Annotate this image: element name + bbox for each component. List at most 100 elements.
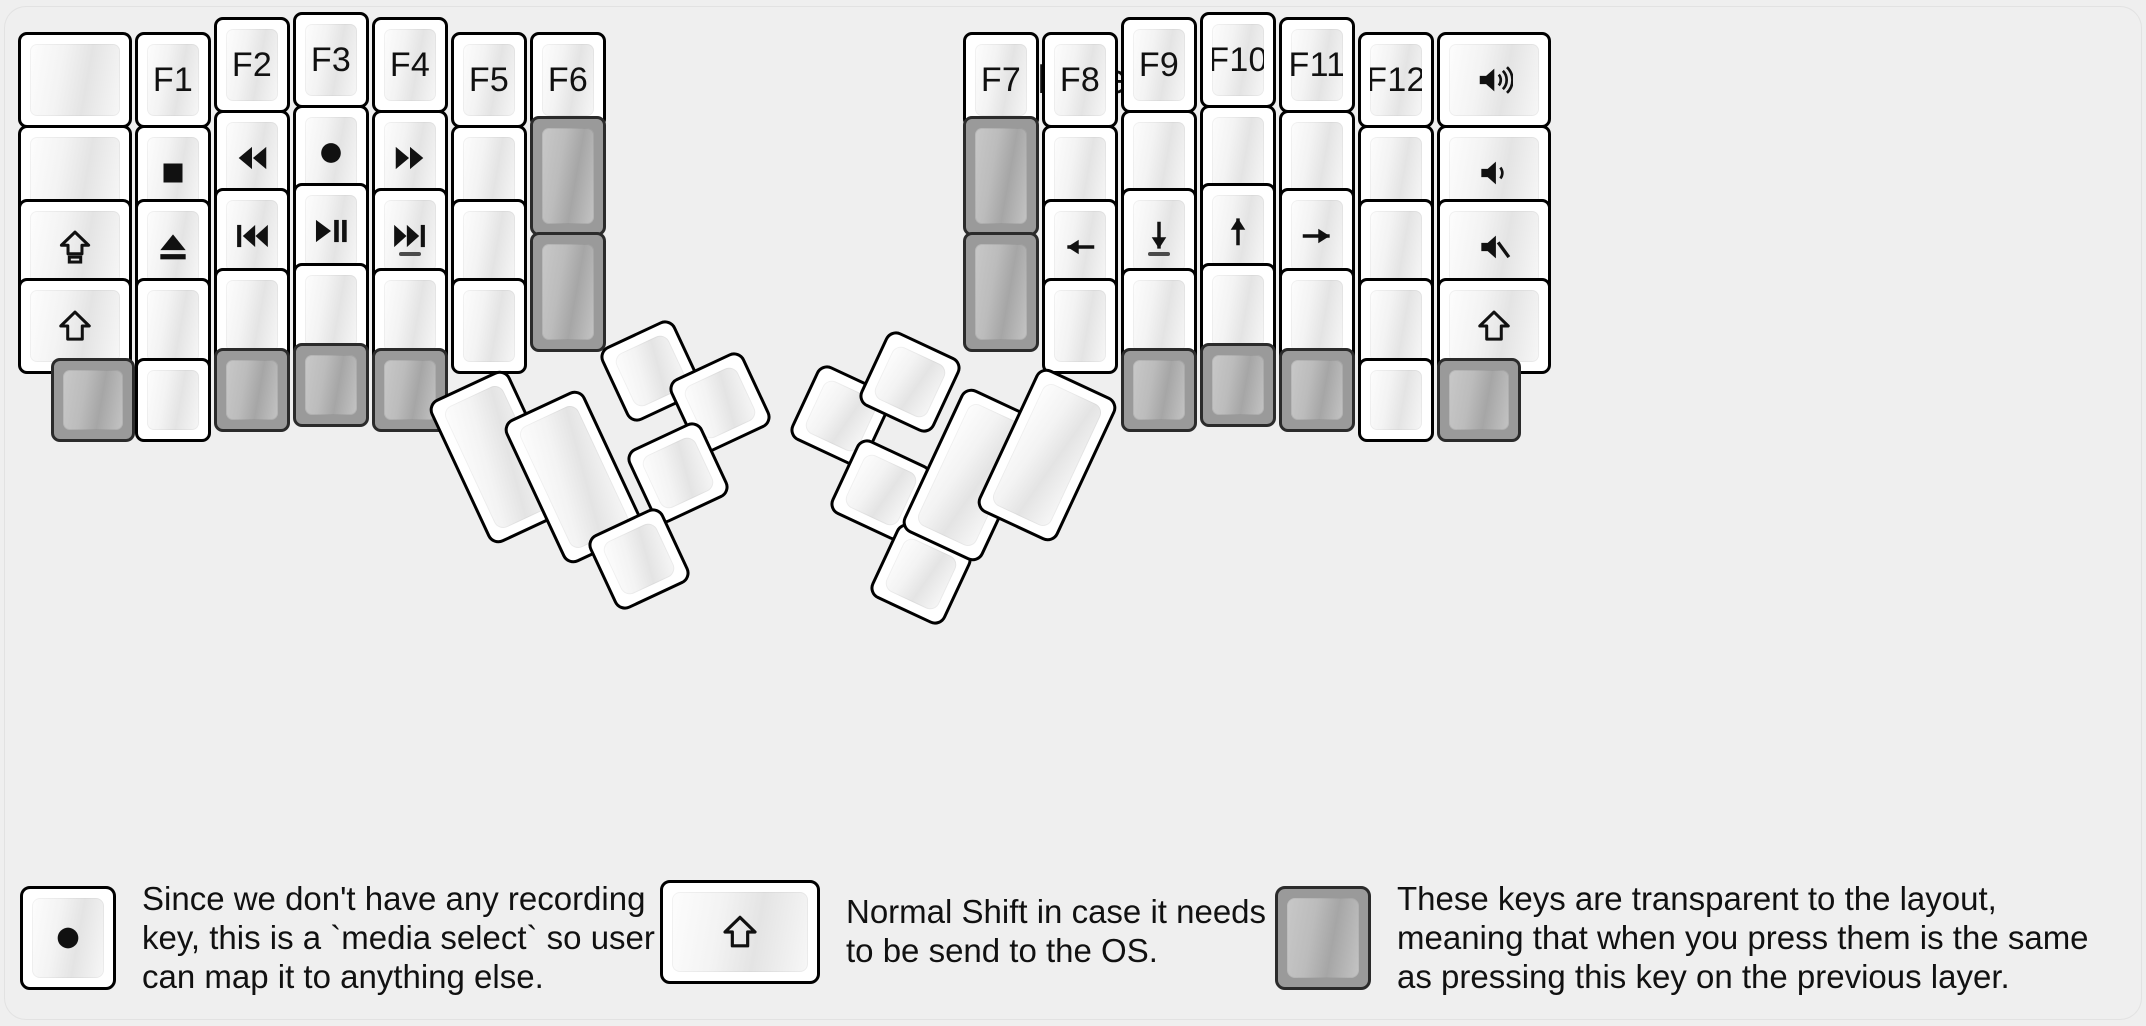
key-legend-L-c5-r1: F4 bbox=[389, 46, 431, 84]
keycap-face bbox=[975, 128, 1027, 224]
note-transparent-sample-key bbox=[1275, 886, 1371, 991]
key-R-c3-r5[interactable] bbox=[1121, 348, 1197, 432]
keycap-face: F1 bbox=[147, 44, 199, 116]
keycap-face bbox=[1370, 370, 1422, 430]
keycap-face bbox=[542, 244, 594, 340]
homing-bump-indicator bbox=[1148, 252, 1170, 256]
key-R-c7-r5[interactable] bbox=[1437, 358, 1521, 442]
note-record-sample-key bbox=[20, 886, 116, 991]
keycap-face bbox=[1133, 280, 1185, 352]
keycap-face bbox=[1291, 360, 1343, 420]
keycap-face bbox=[1370, 137, 1422, 209]
shift-glyph bbox=[1475, 307, 1513, 345]
key-R-c7-r1[interactable] bbox=[1437, 32, 1551, 128]
keycap-face bbox=[147, 137, 199, 209]
volume-up-glyph bbox=[1475, 61, 1513, 99]
media-record-glyph bbox=[312, 134, 350, 172]
key-R-c6-r5[interactable] bbox=[1358, 358, 1434, 442]
key-R-c1-r1[interactable]: F7 bbox=[963, 32, 1039, 128]
key-R-c1-r2[interactable] bbox=[963, 116, 1039, 236]
keycap-face bbox=[1449, 211, 1539, 283]
shift-glyph bbox=[56, 307, 94, 345]
key-L-c6-r1[interactable]: F5 bbox=[451, 32, 527, 128]
key-L-c2-r1[interactable]: F1 bbox=[135, 32, 211, 128]
volume-mute-icon bbox=[1481, 235, 1511, 259]
key-L-c3-r1[interactable]: F2 bbox=[214, 17, 290, 113]
keycap-face bbox=[1212, 117, 1264, 189]
key-L-c7-r2[interactable] bbox=[530, 116, 606, 236]
key-R-c4-r5[interactable] bbox=[1200, 343, 1276, 427]
key-legend-R-c6-r1: F12 bbox=[1370, 61, 1422, 99]
keycap-face bbox=[226, 280, 278, 352]
keycap-face bbox=[30, 44, 120, 116]
key-legend-R-c5-r1: F11 bbox=[1291, 46, 1343, 84]
keycap-face bbox=[672, 892, 808, 972]
keycap-face bbox=[384, 360, 436, 420]
note-record-text: Since we don't have any recording key, t… bbox=[142, 880, 655, 995]
key-legend-L-c6-r1: F5 bbox=[468, 61, 510, 99]
key-L-c6-r4[interactable] bbox=[451, 278, 527, 374]
key-L-c1-r5[interactable] bbox=[51, 358, 135, 442]
keycap-face bbox=[147, 290, 199, 362]
key-L-c2-r5[interactable] bbox=[135, 358, 211, 442]
keycap-face bbox=[1291, 280, 1343, 352]
key-R-c1-r3[interactable] bbox=[963, 232, 1039, 352]
key-R-c5-r5[interactable] bbox=[1279, 348, 1355, 432]
media-forward-glyph bbox=[391, 139, 429, 177]
media-record-icon bbox=[321, 143, 341, 163]
keycap-face bbox=[1133, 360, 1185, 420]
note-transparent-text: These keys are transparent to the layout… bbox=[1397, 880, 2089, 995]
key-legend-L-c7-r1: F6 bbox=[547, 61, 589, 99]
keycap-face bbox=[600, 520, 678, 598]
media-next-icon bbox=[394, 224, 425, 248]
media-prev-glyph bbox=[233, 217, 271, 255]
key-legend-R-c4-r1: F10 bbox=[1212, 41, 1264, 79]
keycap-face bbox=[147, 370, 199, 430]
volume-down-glyph bbox=[1475, 154, 1513, 192]
keycap-face: F7 bbox=[975, 44, 1027, 116]
media-rewind-glyph bbox=[233, 139, 271, 177]
keycap-face bbox=[1291, 122, 1343, 194]
shift-icon bbox=[59, 310, 91, 341]
keycap-face bbox=[871, 343, 949, 421]
key-R-c5-r1[interactable]: F11 bbox=[1279, 17, 1355, 113]
keycap-face bbox=[1370, 211, 1422, 283]
arrow-down-glyph bbox=[1140, 217, 1178, 255]
media-next-glyph bbox=[391, 217, 429, 255]
keycap-face bbox=[305, 117, 357, 189]
key-L-c3-r5[interactable] bbox=[214, 348, 290, 432]
keycap-face: F8 bbox=[1054, 44, 1106, 116]
caps-lock-icon bbox=[59, 230, 91, 264]
key-L-c5-r1[interactable]: F4 bbox=[372, 17, 448, 113]
keycap-face: F10 bbox=[1212, 24, 1264, 96]
key-legend-R-c3-r1: F9 bbox=[1138, 46, 1180, 84]
keycap-face bbox=[63, 370, 123, 430]
keycap-face bbox=[975, 244, 1027, 340]
media-eject-glyph bbox=[154, 228, 192, 266]
key-R-c6-r1[interactable]: F12 bbox=[1358, 32, 1434, 128]
keycap-face bbox=[1449, 370, 1509, 430]
media-eject-icon bbox=[160, 234, 186, 260]
key-R-c4-r1[interactable]: F10 bbox=[1200, 12, 1276, 108]
key-L-c1-r1[interactable] bbox=[18, 32, 132, 128]
media-prev-icon bbox=[237, 224, 268, 248]
keycap-face: F11 bbox=[1291, 29, 1343, 101]
keycap-face: F12 bbox=[1370, 44, 1422, 116]
arrow-right-icon bbox=[1302, 228, 1330, 244]
keycap-face bbox=[226, 200, 278, 272]
key-L-c7-r3[interactable] bbox=[530, 232, 606, 352]
keycap-face bbox=[1449, 137, 1539, 209]
key-L-c4-r5[interactable] bbox=[293, 343, 369, 427]
key-legend-L-c3-r1: F2 bbox=[231, 46, 273, 84]
keycap-face bbox=[463, 290, 515, 362]
keycap-face bbox=[226, 360, 278, 420]
arrow-down-icon bbox=[1151, 221, 1167, 249]
media-rewind-icon bbox=[238, 146, 267, 170]
keycap-face bbox=[305, 275, 357, 347]
key-R-c3-r1[interactable]: F9 bbox=[1121, 17, 1197, 113]
key-R-c2-r4[interactable] bbox=[1042, 278, 1118, 374]
key-L-c4-r1[interactable]: F3 bbox=[293, 12, 369, 108]
arrow-left-icon bbox=[1067, 239, 1095, 255]
key-R-c2-r1[interactable]: F8 bbox=[1042, 32, 1118, 128]
key-L-c7-r1[interactable]: F6 bbox=[530, 32, 606, 128]
